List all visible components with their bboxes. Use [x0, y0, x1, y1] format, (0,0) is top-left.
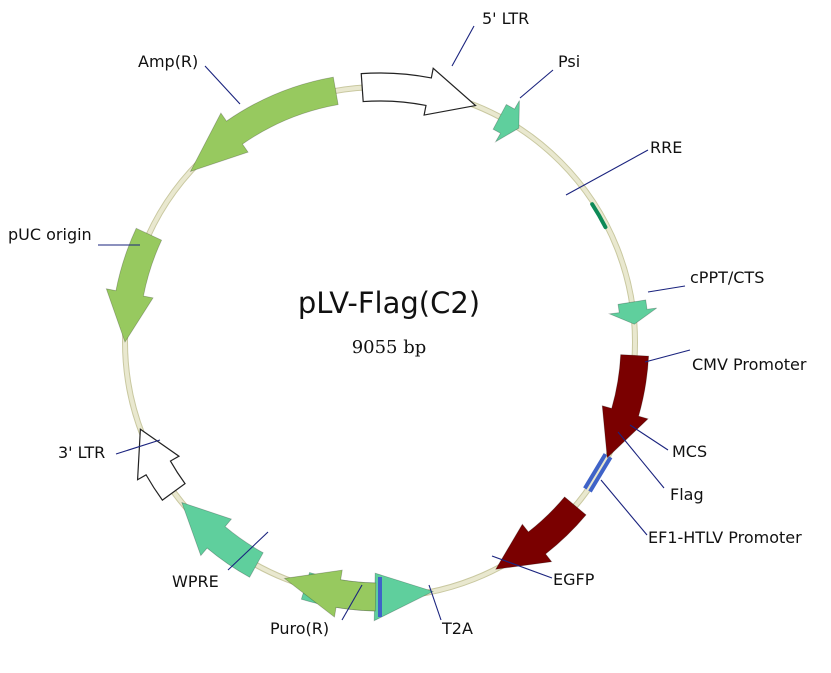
leader-line-rre — [565, 149, 649, 196]
feature-arrow — [601, 354, 650, 459]
feature-wpre — [181, 501, 264, 578]
feature-label-psi: Psi — [558, 52, 580, 71]
feature-ef1-htlv-promoter — [495, 496, 587, 570]
feature-label-5-ltr: 5' LTR — [482, 9, 529, 28]
leader-line-puro-r — [341, 584, 363, 621]
feature-arrow — [136, 428, 186, 501]
feature-arrow — [283, 569, 377, 618]
feature-label-cmv-promoter: CMV Promoter — [692, 355, 807, 374]
feature-arrow — [607, 299, 657, 325]
feature-label-rre: RRE — [650, 138, 682, 157]
feature-cppt-cts — [607, 299, 657, 325]
feature-label-amp-r: Amp(R) — [138, 52, 198, 71]
feature-arrow — [105, 227, 163, 343]
feature-amp-r — [189, 76, 339, 173]
feature-3-ltr — [136, 428, 186, 501]
leader-line-mcs — [629, 424, 669, 451]
feature-label-puro-r: Puro(R) — [270, 619, 329, 638]
leader-line-5-ltr — [451, 25, 475, 67]
feature-arrow — [189, 76, 339, 173]
feature-label-flag: Flag — [670, 485, 704, 504]
feature-psi — [492, 100, 520, 143]
leader-line-egfp — [491, 555, 553, 579]
feature-label-wpre: WPRE — [172, 572, 219, 591]
leader-line-psi — [519, 69, 554, 99]
feature-label-mcs: MCS — [672, 442, 707, 461]
leader-line-t2a — [428, 584, 442, 621]
plasmid-size: 9055 bp — [352, 337, 427, 358]
feature-arrow — [495, 496, 587, 570]
feature-puro-r — [283, 569, 377, 618]
feature-puc-origin — [105, 227, 163, 343]
feature-label-puc-origin: pUC origin — [8, 225, 92, 244]
feature-5-ltr — [360, 67, 477, 116]
leader-line-3-ltr — [115, 439, 161, 455]
leader-line-flag — [617, 431, 665, 489]
feature-arrow — [181, 501, 264, 578]
leader-line-wpre — [227, 531, 269, 571]
feature-rre-mark — [590, 202, 608, 230]
plasmid-name: pLV-Flag(C2) — [298, 286, 480, 320]
leader-line-cppt-cts — [647, 285, 686, 293]
feature-label-3-ltr: 3' LTR — [58, 443, 105, 462]
leader-line-amp-r — [204, 65, 241, 105]
feature-label-t2a: T2A — [441, 619, 473, 638]
feature-mcs-mark — [583, 453, 608, 490]
feature-arrow — [360, 67, 477, 116]
leader-line-cmv-promoter — [644, 349, 691, 363]
feature-arrow — [492, 100, 520, 143]
feature-label-cppt-cts: cPPT/CTS — [690, 268, 764, 287]
leader-line-ef1-htlv-promoter — [600, 479, 648, 536]
feature-flag-mark — [588, 456, 613, 493]
feature-label-ef1-htlv-promoter: EF1-HTLV Promoter — [648, 528, 802, 547]
feature-label-egfp: EGFP — [553, 570, 595, 589]
feature-cmv-promoter — [601, 354, 650, 459]
